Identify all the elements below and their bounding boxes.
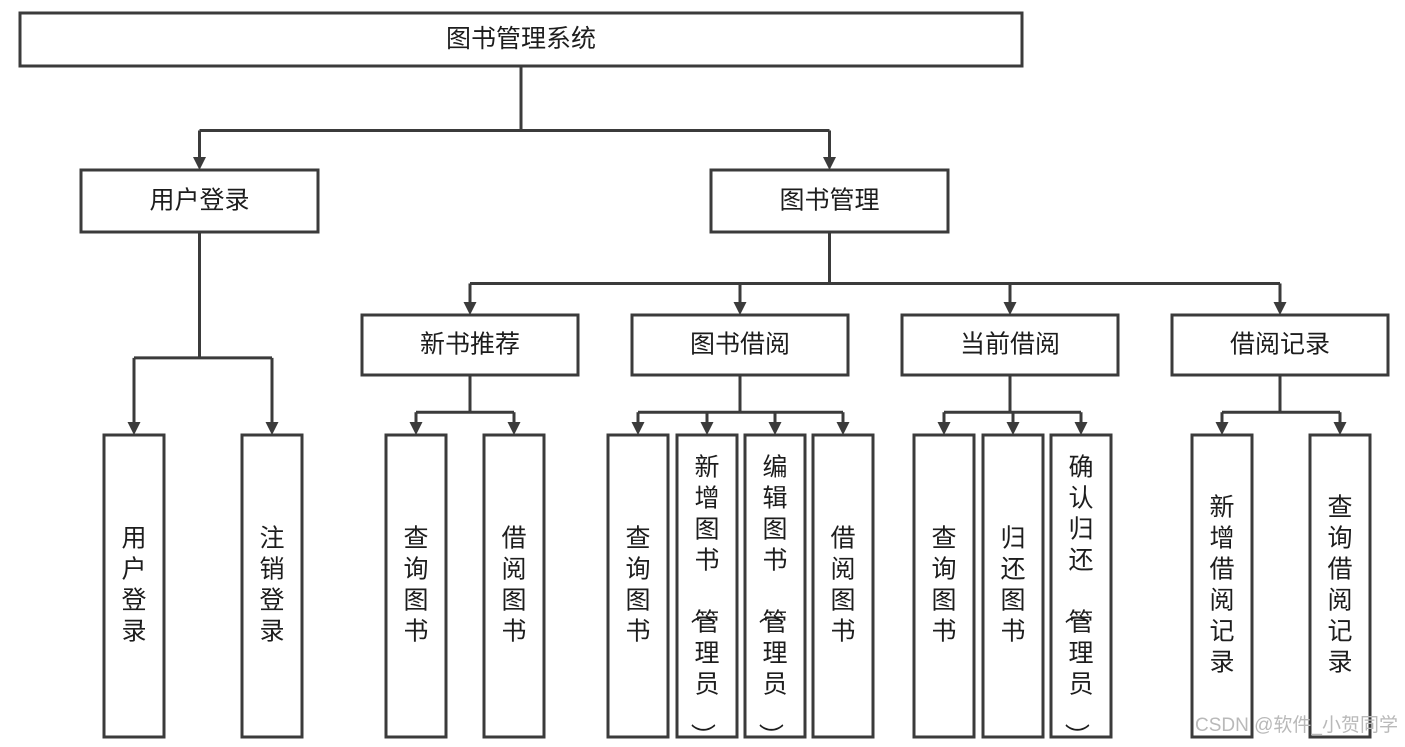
node-label: 查询图书: [931, 524, 956, 645]
node-label: 用户登录: [149, 187, 249, 215]
node-label: 查询图书: [403, 524, 428, 645]
node-label: 图书管理: [779, 187, 879, 215]
node-label: 确认归还（管理员）: [1062, 453, 1093, 747]
node-l5[interactable]: 查询图书: [606, 433, 670, 739]
node-box: [1170, 313, 1390, 377]
node-label: 图书借阅: [690, 331, 790, 359]
node-label: 新增图书（管理员）: [688, 453, 719, 747]
node-l4[interactable]: 借阅图书: [482, 433, 546, 739]
node-layer: 图书管理系统用户登录图书管理新书推荐图书借阅当前借阅借阅记录用户登录注销登录查询…: [18, 11, 1390, 747]
node-l13[interactable]: 查询借阅记录: [1308, 433, 1372, 739]
node-label: 注销登录: [259, 524, 284, 645]
node-box: [981, 433, 1045, 739]
node-box: [360, 313, 580, 377]
node-l1[interactable]: 用户登录: [102, 433, 166, 739]
node-box: [482, 433, 546, 739]
node-newbook[interactable]: 新书推荐: [360, 313, 580, 377]
node-root[interactable]: 图书管理系统: [18, 11, 1024, 68]
node-box: [384, 433, 448, 739]
node-box: [811, 433, 875, 739]
node-label: 查询图书: [625, 524, 650, 645]
node-box: [18, 11, 1024, 68]
node-box: [1049, 433, 1113, 739]
node-label: 查询借阅记录: [1327, 493, 1352, 676]
connector-layer: [127, 66, 1347, 435]
node-box: [606, 433, 670, 739]
node-box: [630, 313, 850, 377]
node-label: 借阅图书: [830, 524, 855, 645]
node-label: 借阅记录: [1230, 331, 1330, 359]
node-box: [1308, 433, 1372, 739]
node-l6[interactable]: 新增图书（管理员）: [675, 433, 739, 747]
node-box: [900, 313, 1120, 377]
node-l7[interactable]: 编辑图书（管理员）: [743, 433, 807, 747]
node-l2[interactable]: 注销登录: [240, 433, 304, 739]
node-records[interactable]: 借阅记录: [1170, 313, 1390, 377]
node-current[interactable]: 当前借阅: [900, 313, 1120, 377]
node-l3[interactable]: 查询图书: [384, 433, 448, 739]
node-box: [743, 433, 807, 739]
node-label: 归还图书: [1000, 524, 1025, 645]
node-l8[interactable]: 借阅图书: [811, 433, 875, 739]
node-l9[interactable]: 查询图书: [912, 433, 976, 739]
csdn-watermark: CSDN @软件_小贺同学: [1195, 714, 1398, 736]
node-label: 图书管理系统: [446, 25, 596, 53]
node-box: [709, 168, 950, 234]
node-l11[interactable]: 确认归还（管理员）: [1049, 433, 1113, 747]
node-box: [79, 168, 320, 234]
node-label: 新书推荐: [420, 331, 520, 359]
node-box: [1190, 433, 1254, 739]
node-l12[interactable]: 新增借阅记录: [1190, 433, 1254, 739]
node-label: 当前借阅: [960, 331, 1060, 359]
node-box: [912, 433, 976, 739]
node-label: 借阅图书: [501, 524, 526, 645]
node-box: [102, 433, 166, 739]
node-label: 新增借阅记录: [1209, 493, 1234, 676]
node-box: [240, 433, 304, 739]
node-login[interactable]: 用户登录: [79, 168, 320, 234]
node-label: 编辑图书（管理员）: [756, 453, 787, 747]
node-bookmgmt[interactable]: 图书管理: [709, 168, 950, 234]
node-borrow[interactable]: 图书借阅: [630, 313, 850, 377]
node-l10[interactable]: 归还图书: [981, 433, 1045, 739]
node-label: 用户登录: [121, 524, 146, 645]
node-box: [675, 433, 739, 739]
